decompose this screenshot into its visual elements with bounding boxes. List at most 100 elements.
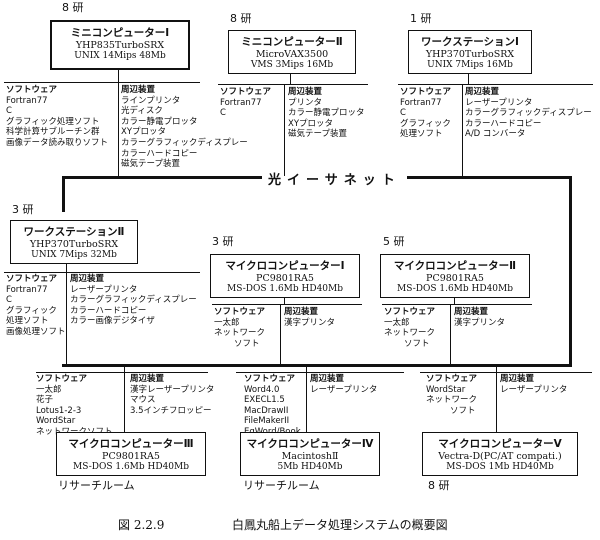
peripheral-list-pc1: 周辺装置 漢字プリンタ [284, 307, 335, 328]
machine-pc4-name: マイクロコンピューターⅣ [246, 438, 374, 450]
peripheral-item: レーザープリンタ [70, 284, 138, 295]
lab-tag-ws1: 1 研 [410, 12, 432, 25]
software-item: Fortran77 [400, 97, 442, 108]
machine-ws2-spec: UNIX 7Mips 32Mb [31, 250, 117, 260]
lab-tag-pc2: 5 研 [383, 235, 405, 248]
peripheral-item: 漢字プリンタ [454, 317, 506, 328]
connector [212, 304, 362, 305]
divider [306, 364, 307, 432]
machine-pc3: マイクロコンピューターⅢ PC9801RA5 MS-DOS 1.6Mb HD40… [56, 432, 206, 476]
peripheral-item: カラー静電プロッタ [121, 116, 198, 127]
peripheral-header: 周辺装置 [130, 374, 165, 384]
machine-mini1: ミニコンピューターⅠ YHP835TurboSRX UNIX 14Mips 48… [50, 20, 190, 70]
machine-ws2-model: YHP370TurboSRX [29, 239, 119, 250]
connector [462, 146, 463, 176]
peripheral-item: 漢字レーザープリンタ [130, 384, 215, 395]
peripheral-item: 漢字プリンタ [284, 317, 336, 328]
peripheral-list-pc2: 周辺装置 漢字プリンタ [454, 307, 505, 328]
software-item: EXECL1.5 [244, 395, 285, 406]
software-header: ソフトウェア [384, 307, 436, 317]
peripheral-header: 周辺装置 [310, 374, 345, 384]
machine-ws2: ワークステーションⅡ YHP370TurboSRX UNIX 7Mips 32M… [10, 220, 138, 264]
peripheral-header: 周辺装置 [454, 307, 489, 317]
network-bus-left [62, 176, 65, 212]
peripheral-header: 周辺装置 [70, 274, 105, 284]
peripheral-header: 周辺装置 [500, 374, 535, 384]
machine-pc2-model: PC9801RA5 [426, 273, 484, 284]
machine-pc5-spec: MS-DOS 1Mb HD40Mb [446, 462, 554, 472]
peripheral-item: カラーグラフィックディスプレー [70, 295, 197, 306]
software-list-ws1: ソフトウェア Fortran77 C グラフィック 処理ソフト [400, 87, 451, 140]
peripheral-list-ws2: 周辺装置 レーザープリンタ カラーグラフィックディスプレー カラーハードコピー … [70, 274, 197, 327]
software-item: グラフィック [400, 118, 451, 129]
peripheral-list-ws1: 周辺装置 レーザープリンタ カラーグラフィックディスプレー カラーハードコピー … [465, 87, 592, 140]
connector [382, 304, 532, 305]
software-header: ソフトウェア [426, 374, 478, 384]
connector [66, 264, 67, 272]
peripheral-item: カラーグラフィックディスプレー [465, 108, 592, 119]
software-item: グラフィック処理ソフト [6, 116, 100, 127]
software-item: FileMakerII [244, 416, 290, 427]
peripheral-item: 3.5インチフロッピー [130, 405, 212, 416]
machine-mini1-spec: UNIX 14Mips 48Mb [74, 51, 166, 61]
peripheral-item: カラーハードコピー [70, 305, 147, 316]
peripheral-item: カラー画像デジタイザ [70, 316, 155, 327]
peripheral-header: 周辺装置 [465, 87, 500, 97]
connector [4, 272, 200, 273]
peripheral-item: XYプロッタ [288, 118, 334, 129]
machine-ws1-model: YHP370TurboSRX [425, 49, 515, 60]
figure-title: 白鳳丸船上データ処理システムの概要図 [232, 518, 448, 532]
software-item: 処理ソフト [6, 316, 49, 327]
peripheral-item: カラーグラフィックディスプレー [121, 137, 248, 148]
software-list-pc5: ソフトウェア WordStar ネットワーク ソフト [426, 374, 477, 416]
connector [398, 84, 593, 85]
peripheral-item: カラーハードコピー [465, 118, 542, 129]
peripheral-list-mini2: 周辺装置 プリンタ カラー静電プロッタ XYプロッタ 磁気テープ装置 [288, 87, 365, 140]
machine-ws1: ワークステーションⅠ YHP370TurboSRX UNIX 7Mips 16M… [408, 30, 532, 74]
peripheral-list-mini1: 周辺装置 ラインプリンタ 光ディスク カラー静電プロッタ XYプロッタ カラーグ… [121, 85, 248, 170]
software-item: EgWord/Book [244, 427, 301, 438]
connector [420, 372, 592, 373]
connector [118, 70, 119, 82]
software-header: ソフトウェア [36, 374, 88, 384]
software-item: 花子 [36, 395, 54, 406]
machine-pc5-model: Vectra-D(PC/AT compati.) [438, 451, 562, 462]
machine-pc4-spec: 5Mb HD40Mb [277, 462, 343, 472]
lab-tag-mini1: 8 研 [62, 1, 84, 14]
peripheral-item: 磁気テープ装置 [288, 129, 347, 140]
software-item: 科学計算サブルーチン群 [6, 127, 100, 138]
software-item: ネットワーク [214, 328, 266, 339]
divider [66, 272, 67, 366]
software-header: ソフトウェア [220, 87, 272, 97]
software-list-pc4: ソフトウェア Word4.0 EXECL1.5 MacDrawII FileMa… [244, 374, 301, 438]
lab-tag-pc3: リサーチルーム [58, 479, 135, 492]
software-item: 一太郎 [384, 317, 410, 328]
machine-pc5-name: マイクロコンピューターⅤ [438, 438, 562, 450]
software-item: C [6, 295, 12, 306]
machine-pc5: マイクロコンピューターⅤ Vectra-D(PC/AT compati.) MS… [422, 432, 578, 476]
software-item: WordStar [36, 416, 76, 427]
machine-pc1: マイクロコンピューターⅠ PC9801RA5 MS-DOS 1.6Mb HD40… [210, 254, 360, 298]
machine-pc2-spec: MS-DOS 1.6Mb HD40Mb [396, 284, 513, 294]
machine-pc2: マイクロコンピューターⅡ PC9801RA5 MS-DOS 1.6Mb HD40… [380, 254, 530, 298]
figure-number: 図 2.2.9 [118, 518, 165, 532]
software-item: C [6, 106, 12, 117]
software-list-pc2: ソフトウェア 一太郎 ネットワーク ソフト [384, 307, 435, 349]
software-item: Fortran77 [6, 284, 48, 295]
divider [124, 364, 125, 432]
software-item: C [220, 108, 226, 119]
software-header: ソフトウェア [400, 87, 452, 97]
peripheral-item: レーザープリンタ [310, 384, 378, 395]
machine-pc1-name: マイクロコンピューターⅠ [225, 260, 345, 272]
peripheral-item: プリンタ [288, 97, 323, 108]
machine-mini2-model: MicroVAX3500 [255, 49, 329, 60]
connector [4, 82, 200, 83]
software-item: 画像データ読み取りソフト [6, 137, 109, 148]
software-header: ソフトウェア [6, 85, 58, 95]
machine-pc4-model: MacintoshⅡ [281, 451, 339, 462]
peripheral-item: 磁気テープ装置 [121, 159, 180, 170]
software-list-pc3: ソフトウェア 一太郎 花子 Lotus1-2-3 WordStar ネットワーク… [36, 374, 113, 438]
divider [496, 364, 497, 432]
software-item: C [400, 108, 406, 119]
machine-pc1-spec: MS-DOS 1.6Mb HD40Mb [226, 284, 343, 294]
